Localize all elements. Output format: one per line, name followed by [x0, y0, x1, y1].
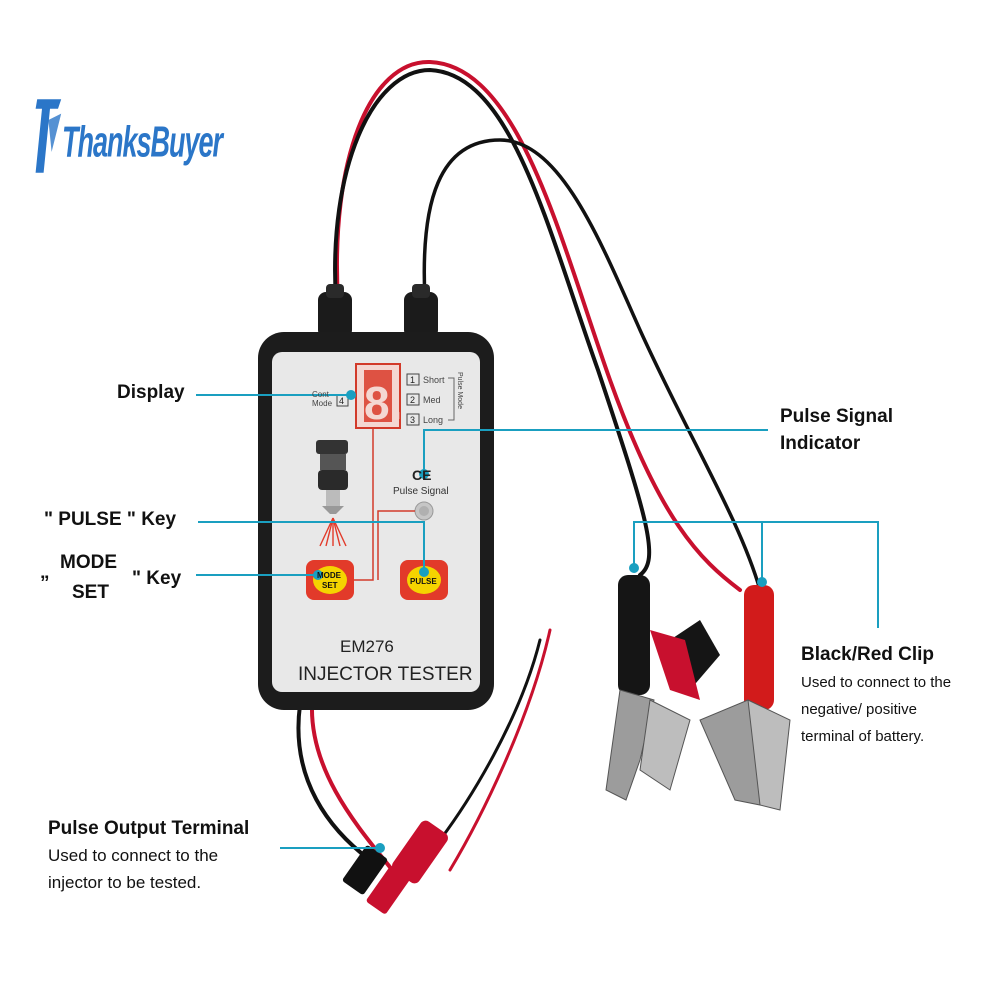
callout-output-desc-2: injector to be tested.: [48, 873, 202, 892]
brand-logo-mark: [35, 99, 62, 173]
red-clip: [650, 585, 791, 811]
brand-logo-text: ThanksBuyer: [62, 118, 223, 166]
output-wire-red: [309, 703, 402, 882]
callout-output-desc-1: Used to connect to the: [48, 846, 219, 865]
pulse-mode-label-2: Med: [423, 395, 441, 405]
black-wire-right: [422, 138, 762, 592]
mode-label-bottom: Mode: [312, 399, 333, 408]
mode-number: 4: [339, 396, 344, 406]
injector-icon: [316, 440, 348, 547]
device-title: INJECTOR TESTER: [298, 664, 473, 685]
pulse-mode-label: Pulse Mode: [456, 372, 463, 409]
callout-display: Display: [117, 382, 185, 403]
pulse-key-label: PULSE: [410, 577, 437, 586]
pulse-mode-num-1: 1: [410, 375, 415, 385]
pulse-mode-label-3: Long: [423, 415, 443, 425]
display-digit: 8.: [364, 377, 402, 429]
callout-lines: [196, 390, 879, 853]
callout-pulse-key: " PULSE " Key: [44, 509, 177, 530]
black-wire-top: [333, 67, 652, 577]
callout-clip-desc-3: terminal of battery.: [801, 728, 925, 745]
callout-clip-desc-1: Used to connect to the: [801, 674, 952, 691]
callout-pulse-signal-line2: Indicator: [780, 433, 861, 454]
pulse-mode-num-3: 3: [410, 415, 415, 425]
mode-key-line1: MODE: [317, 571, 342, 580]
red-wire-top: [335, 59, 742, 592]
callout-mode-open-quote: „: [40, 562, 50, 583]
callout-mode-line2: SET: [72, 582, 109, 603]
pulse-mode-label-1: Short: [423, 375, 445, 385]
output-wire-black: [296, 703, 372, 862]
callout-mode-line1: MODE: [60, 552, 117, 573]
black-clip: [605, 575, 720, 801]
cables: [296, 59, 762, 882]
pulse-signal-label: Pulse Signal: [393, 486, 449, 497]
callout-mode-close: " Key: [132, 568, 182, 589]
pulse-mode-num-2: 2: [410, 395, 415, 405]
mode-label-top: Cont: [312, 390, 330, 399]
output-wire-red2: [448, 628, 552, 872]
mode-key-line2: SET: [322, 581, 338, 590]
callout-output-title: Pulse Output Terminal: [48, 818, 250, 839]
cable-posts: [318, 284, 438, 338]
callout-clip-title: Black/Red Clip: [801, 644, 935, 665]
device-model: EM276: [340, 637, 394, 656]
output-wire-black2: [438, 638, 542, 842]
callout-clip-desc-2: negative/ positive: [801, 701, 917, 718]
ce-mark: CE: [412, 467, 431, 483]
callout-pulse-signal-line1: Pulse Signal: [780, 406, 893, 427]
output-terminals: [342, 820, 448, 914]
